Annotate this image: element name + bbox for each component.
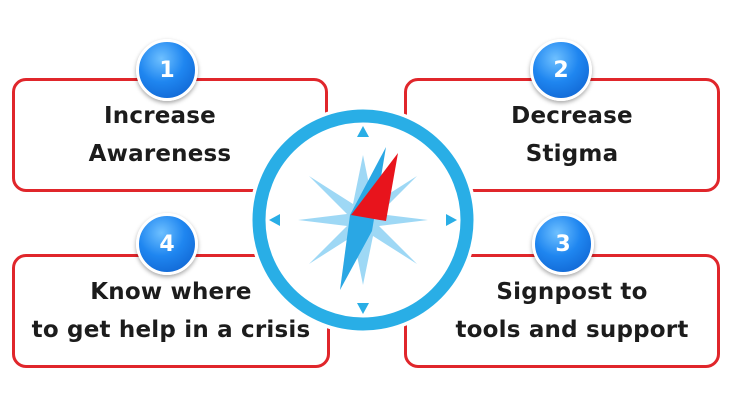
- compass-ticks: [269, 126, 457, 314]
- step-2-line-1: Decrease: [511, 103, 633, 129]
- step-number-badge-3: 3: [532, 213, 594, 275]
- compass-tick-east: [446, 214, 457, 226]
- step-number-badge-1: 1: [136, 39, 198, 101]
- step-3-line-1: Signpost to: [496, 279, 648, 305]
- compass-tick-south: [357, 303, 369, 314]
- compass-icon: [249, 106, 477, 334]
- compass-tick-north: [357, 126, 369, 137]
- step-1-line-1: Increase: [104, 103, 216, 129]
- compass-needle-south: [340, 147, 386, 290]
- step-4-line-2: to get help in a crisis: [31, 317, 311, 343]
- step-4-line-1: Know where: [90, 279, 252, 305]
- compass-tick-west: [269, 214, 280, 226]
- step-2-line-2: Stigma: [525, 141, 619, 167]
- compass-ring: [252, 109, 474, 331]
- step-3-line-2: tools and support: [455, 317, 689, 343]
- step-number-badge-4: 4: [136, 213, 198, 275]
- step-number-badge-2: 2: [530, 39, 592, 101]
- step-1-line-2: Awareness: [88, 141, 232, 167]
- compass-needle-north: [351, 153, 398, 221]
